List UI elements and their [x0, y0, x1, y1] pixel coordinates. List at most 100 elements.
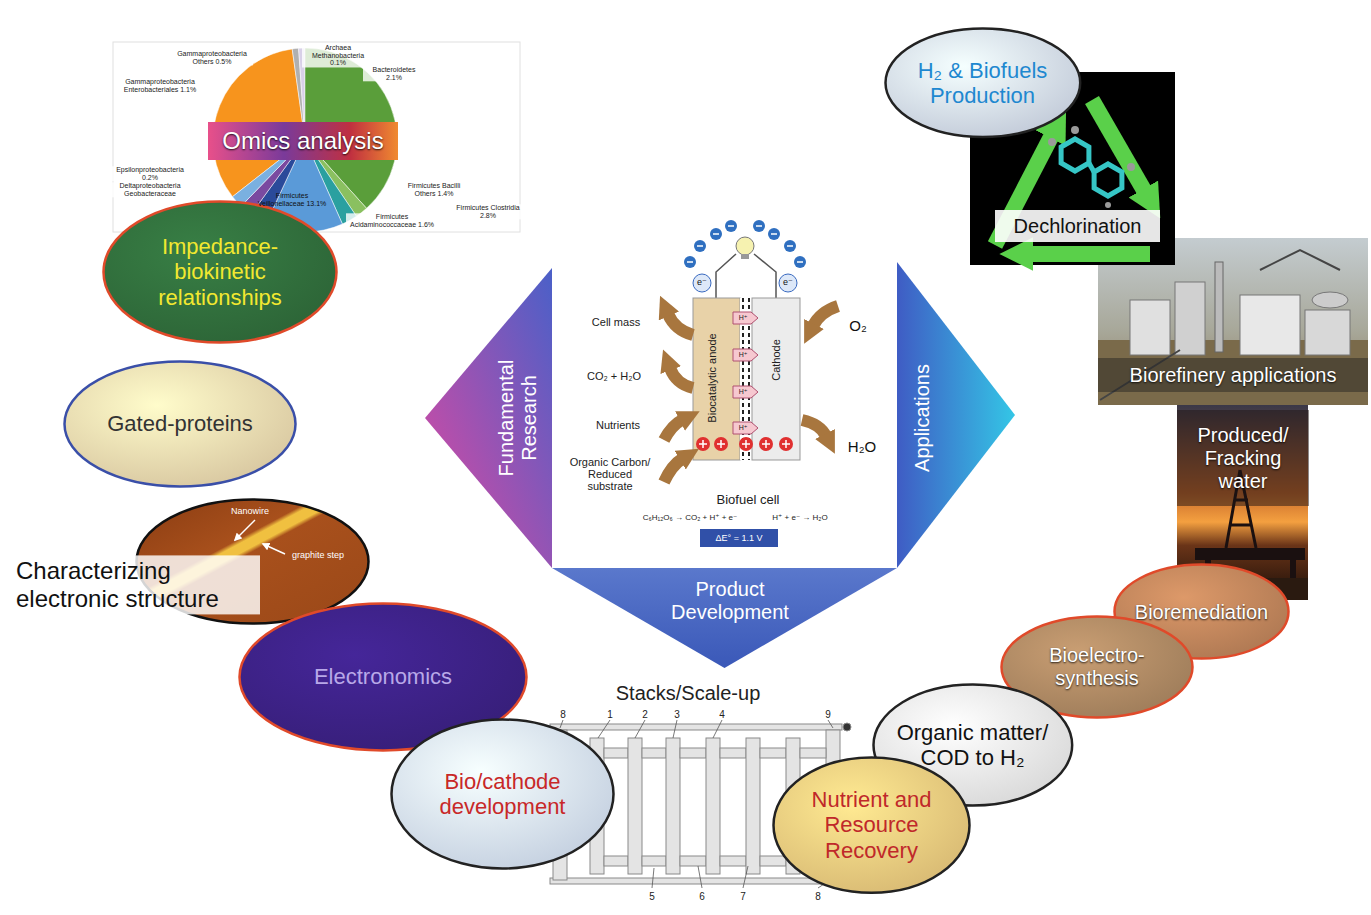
topic-ellipse: Impedance- biokinetic relationships [102, 200, 338, 344]
banner: Omics analysis [208, 122, 398, 160]
node-text: Omics analysis [222, 127, 383, 155]
text-holder: Gated-proteins [107, 411, 253, 436]
callout-number: 4 [719, 709, 725, 720]
electron-minus [713, 233, 719, 235]
image-ellipse: Characterizing electronic structure [135, 498, 370, 625]
dechlorination-picture [1048, 138, 1056, 146]
refinery-photo [1100, 250, 1340, 400]
node-text: Dechlorination [1014, 215, 1142, 238]
stack-drawing [760, 856, 786, 866]
electron-minus [687, 261, 693, 263]
node-text: Characterizing electronic structure [16, 557, 256, 612]
caption-band: Biorefinery applications [1098, 358, 1368, 392]
dechlorination-picture [1094, 164, 1122, 196]
topic-ellipse-outline [774, 757, 970, 892]
oil-rig-photo [1195, 548, 1305, 560]
center-panel [552, 262, 897, 568]
dechlorination-picture [1030, 246, 1150, 262]
electron-label: e⁻ [783, 278, 793, 288]
charge-symbol [699, 440, 790, 448]
node-text: Nutrient and Resource Recovery [801, 787, 941, 863]
biofuel-cell [664, 220, 838, 482]
caption-band-outline [1098, 358, 1368, 392]
stack-drawing [680, 748, 706, 758]
text-holder: Fundamental Research [495, 343, 541, 493]
electron-minus [728, 225, 734, 227]
arrow-left-outline [425, 268, 552, 568]
dechlorination-picture [1071, 126, 1079, 134]
proton-arrow [733, 386, 758, 398]
caption-band: Produced/ Fracking water [1177, 410, 1309, 506]
electron-minus [771, 233, 777, 235]
proton-label: H⁺ [739, 351, 748, 359]
node-text: Bioremediation [1135, 600, 1268, 623]
flow-arrow [664, 306, 838, 482]
flow-arrow [670, 368, 693, 388]
electron-symbol [684, 256, 696, 268]
node-text: Fundamental Research [495, 343, 541, 493]
dechlorination-picture [1089, 163, 1094, 172]
electron-minus [797, 261, 803, 263]
electron-symbol [693, 274, 711, 292]
proton-arrow [733, 312, 758, 324]
proton-arrow [733, 422, 758, 434]
dechlorination-picture [1092, 100, 1145, 192]
proton-label: H⁺ [739, 424, 748, 432]
pie-label: Firmicutes Bacilli Others 1.4% [403, 182, 465, 197]
pie-label: Gammaproteobacteria Enterobacteriales 1.… [119, 78, 201, 93]
caption-band-outline [1177, 410, 1309, 506]
text-holder: Impedance- biokinetic relationships [150, 234, 290, 310]
text-holder: Bioremediation [1135, 600, 1268, 623]
node-text: Impedance- biokinetic relationships [150, 234, 290, 310]
biofuel-cell [716, 254, 736, 298]
dechlorination-picture [1048, 126, 1135, 208]
flow-label: H₂O [848, 439, 876, 456]
callout-number: 8 [815, 891, 821, 902]
dechlorination-picture [1061, 139, 1089, 171]
callout-number: 7 [740, 891, 746, 902]
refinery-photo [1215, 262, 1223, 352]
text-holder: Electronomics [314, 664, 452, 689]
stack-drawing [746, 738, 760, 874]
text-holder: Dechlorination [1014, 215, 1142, 238]
electron-symbol [779, 274, 797, 292]
stack-drawing [720, 856, 746, 866]
stack-drawing [642, 856, 666, 866]
text-holder: Produced/ Fracking water [1183, 424, 1303, 493]
node-text: Gated-proteins [107, 411, 253, 436]
topic-ellipse: H₂ & Biofuels Production [884, 27, 1082, 139]
arrow-left: Fundamental Research [425, 268, 552, 568]
electron-minus [787, 245, 793, 247]
arrow-down: Product Development [552, 568, 897, 668]
flow-arrow [664, 420, 682, 440]
pointer-arrow [235, 520, 255, 540]
equation: C₆H₁₂O₆ → CO₂ + H⁺ + e⁻ [643, 514, 738, 523]
equation: H⁺ + e⁻ → H₂O [772, 514, 827, 523]
text-holder: Bioelectro- synthesis [1032, 644, 1162, 690]
flow-label: Cell mass [592, 316, 640, 328]
stack-drawing [628, 738, 642, 874]
callout-number: 1 [607, 709, 613, 720]
biofuel-cell [741, 254, 749, 259]
topic-ellipse-outline [885, 29, 1080, 138]
flow-label: Organic Carbon/ Reduced substrate [568, 456, 652, 492]
proton-arrow [733, 349, 758, 361]
electron-symbol [710, 228, 722, 240]
text-holder: Organic matter/ COD to H₂ [892, 720, 1052, 771]
text-holder: Biorefinery applications [1130, 364, 1337, 387]
node-text: Bioelectro- synthesis [1032, 644, 1162, 690]
caption-band: Dechlorination [995, 210, 1160, 242]
electron-symbol [768, 228, 780, 240]
electron-symbol [794, 256, 806, 268]
node-text: Produced/ Fracking water [1183, 424, 1303, 493]
biofuel-cell [736, 237, 754, 255]
electron-minus [756, 225, 762, 227]
electron-symbol [753, 220, 765, 232]
node-text: Bio/cathode development [433, 769, 573, 820]
stack-drawing [843, 723, 851, 731]
pie-label: Firmicutes Clostridia 2.8% [452, 204, 524, 219]
stack-drawing [642, 748, 666, 758]
callout-number: 3 [674, 709, 680, 720]
callout-number: 6 [699, 891, 705, 902]
arrow-right-outline [897, 262, 1015, 568]
